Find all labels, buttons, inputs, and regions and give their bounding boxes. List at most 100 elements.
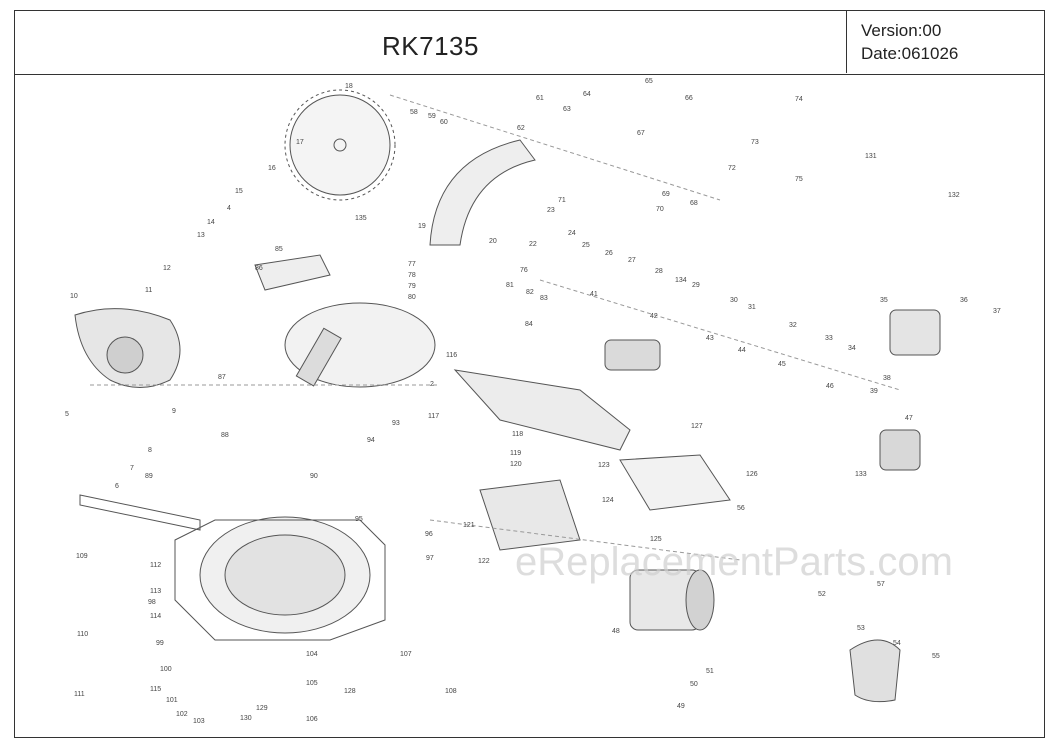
callout-55: 55 [932, 653, 940, 660]
part-callouts: 17 18 16 15 14 13 12 11 10 9 8 7 6 5 4 2… [65, 78, 1001, 725]
end-cap [849, 639, 901, 703]
callout-108: 108 [445, 688, 457, 695]
callout-16: 16 [268, 165, 276, 172]
callout-113: 113 [150, 588, 161, 595]
callout-22: 22 [529, 241, 537, 248]
callout-52: 52 [818, 591, 826, 598]
callout-133: 133 [855, 471, 867, 478]
callout-17: 17 [296, 139, 304, 146]
callout-59: 59 [428, 113, 436, 120]
bevel-plate [479, 479, 581, 551]
callout-102: 102 [176, 711, 188, 718]
callout-75: 75 [795, 176, 803, 183]
callout-44: 44 [738, 347, 746, 354]
callout-48: 48 [612, 628, 620, 635]
callout-119: 119 [510, 450, 521, 457]
callout-36: 36 [960, 297, 968, 304]
revision-block: Version:00 Date:061026 [861, 19, 958, 65]
callout-120: 120 [510, 461, 522, 468]
callout-127: 127 [691, 423, 703, 430]
callout-99: 99 [156, 640, 164, 647]
callout-129: 129 [256, 705, 268, 712]
callout-25: 25 [582, 242, 590, 249]
callout-125: 125 [650, 536, 662, 543]
callout-90: 90 [310, 473, 318, 480]
motor-cover [879, 429, 921, 471]
callout-134: 134 [675, 277, 687, 284]
callout-43: 43 [706, 335, 714, 342]
callout-2: 2 [430, 381, 434, 388]
callout-88: 88 [221, 432, 229, 439]
callout-18: 18 [345, 83, 353, 90]
upper-blade-guard [429, 139, 536, 246]
callout-66: 66 [685, 95, 693, 102]
callout-106: 106 [306, 716, 318, 723]
callout-132: 132 [948, 192, 960, 199]
support-plate [619, 454, 731, 511]
callout-60: 60 [440, 119, 448, 126]
turntable [284, 302, 436, 388]
callout-81: 81 [506, 282, 514, 289]
callout-32: 32 [789, 322, 797, 329]
callout-123: 123 [598, 462, 610, 469]
callout-67: 67 [637, 130, 645, 137]
callout-103: 103 [193, 718, 205, 725]
callout-57: 57 [877, 581, 885, 588]
callout-11: 11 [145, 287, 152, 294]
callout-13: 13 [197, 232, 205, 239]
callout-58: 58 [410, 109, 418, 116]
callout-23: 23 [547, 207, 555, 214]
callout-69: 69 [662, 191, 670, 198]
callout-31: 31 [748, 304, 756, 311]
callout-14: 14 [207, 219, 215, 226]
callout-34: 34 [848, 345, 856, 352]
callout-89: 89 [145, 473, 153, 480]
callout-29: 29 [692, 282, 700, 289]
callout-68: 68 [690, 200, 698, 207]
callout-20: 20 [489, 238, 497, 245]
callout-27: 27 [628, 257, 636, 264]
callout-42: 42 [650, 313, 658, 320]
callout-9: 9 [172, 408, 176, 415]
callout-85: 85 [275, 246, 283, 253]
callout-54: 54 [893, 640, 901, 647]
callout-104: 104 [306, 651, 318, 658]
callout-50: 50 [690, 681, 698, 688]
callout-65: 65 [645, 78, 653, 85]
callout-12: 12 [163, 265, 171, 272]
callout-35: 35 [880, 297, 888, 304]
callout-78: 78 [408, 272, 416, 279]
callout-115: 115 [150, 686, 161, 693]
arm-bracket [453, 369, 631, 451]
callout-93: 93 [392, 420, 400, 427]
date-text: Date:061026 [861, 44, 959, 63]
callout-79: 79 [408, 283, 416, 290]
callout-47: 47 [905, 415, 913, 422]
callout-77: 77 [408, 261, 416, 268]
callout-101: 101 [166, 697, 178, 704]
callout-45: 45 [778, 361, 786, 368]
callout-41: 41 [590, 291, 598, 298]
callout-49: 49 [677, 703, 685, 710]
title-block: RK7135 Version:00 Date:061026 [15, 11, 1044, 75]
callout-128: 128 [344, 688, 356, 695]
callout-74: 74 [795, 96, 803, 103]
saw-blade [284, 89, 396, 201]
callout-4: 4 [227, 205, 231, 212]
callout-5: 5 [65, 411, 69, 418]
callout-135: 135 [355, 215, 367, 222]
callout-126: 126 [746, 471, 758, 478]
callout-105: 105 [306, 680, 318, 687]
callout-87: 87 [218, 374, 226, 381]
callout-61: 61 [536, 95, 544, 102]
callout-112: 112 [150, 562, 161, 569]
callout-95: 95 [355, 516, 363, 523]
callout-63: 63 [563, 106, 571, 113]
callout-24: 24 [568, 230, 576, 237]
callout-56: 56 [737, 505, 745, 512]
callout-94: 94 [367, 437, 375, 444]
callout-98: 98 [148, 599, 156, 606]
callout-6: 6 [115, 483, 119, 490]
callout-37: 37 [993, 308, 1001, 315]
callout-33: 33 [825, 335, 833, 342]
